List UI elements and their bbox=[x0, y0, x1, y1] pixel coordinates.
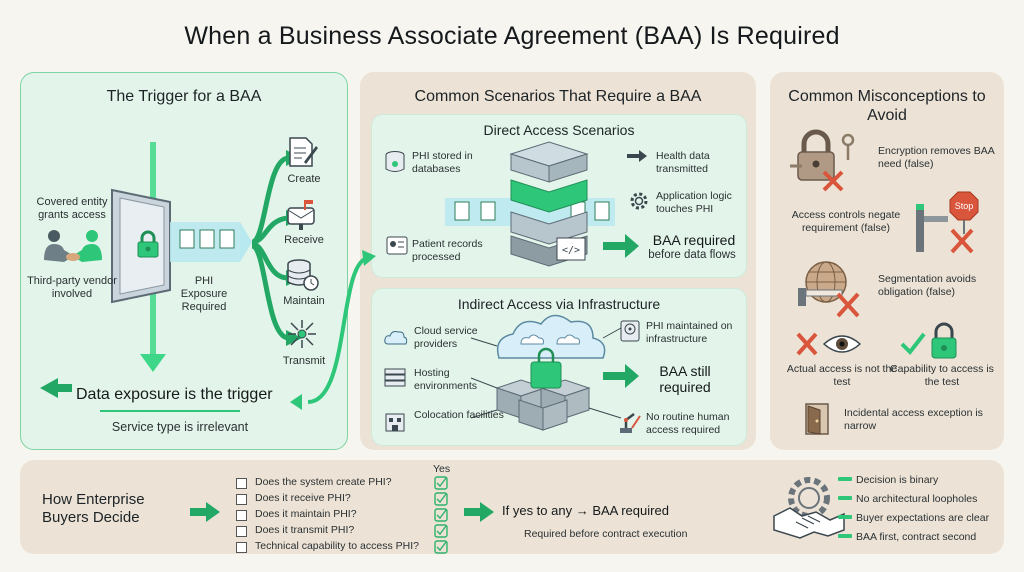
question-transmit: Does it transmit PHI? bbox=[255, 524, 355, 536]
access-controls-label: Access controls negate requirement (fals… bbox=[791, 209, 901, 234]
hosting-label: Hosting environments bbox=[414, 367, 478, 392]
hard-drive-icon bbox=[620, 320, 640, 342]
encryption-label: Encryption removes BAA need (false) bbox=[878, 145, 995, 170]
check-lock-icon bbox=[900, 322, 957, 359]
building-icon bbox=[385, 413, 405, 432]
indirect-flow-diagram bbox=[470, 314, 639, 431]
no-routine-label: No routine human access required bbox=[646, 411, 730, 436]
yes-column-label: Yes bbox=[433, 463, 451, 475]
action-create-label: Create bbox=[287, 173, 321, 185]
decision-heading: How Enterprise Buyers Decide bbox=[42, 491, 145, 526]
door-icon bbox=[805, 403, 829, 435]
if-yes-label: If yes to any → BAA required bbox=[502, 503, 669, 518]
question-create: Does the system create PHI? bbox=[255, 476, 392, 488]
direct-result-line1: BAA required bbox=[652, 232, 736, 248]
outcome-baa-first: BAA first, contract second bbox=[856, 531, 977, 543]
service-type-label: Service type is irrelevant bbox=[111, 420, 249, 434]
gear-icon bbox=[630, 192, 648, 210]
database-icon bbox=[385, 151, 405, 172]
question-checkbox-3[interactable] bbox=[236, 510, 247, 521]
data-exposure-label: Data exposure is the trigger bbox=[76, 386, 273, 403]
lock-icon bbox=[137, 230, 159, 258]
question-maintain: Does it maintain PHI? bbox=[255, 508, 357, 520]
create-document-icon bbox=[289, 137, 318, 167]
capability-label: Capability to access is the test bbox=[890, 363, 994, 388]
scenarios-heading: Common Scenarios That Require a BAA bbox=[414, 88, 702, 105]
cloud-icon bbox=[384, 331, 408, 345]
covered-entity-label: Covered entity grants access bbox=[36, 196, 108, 221]
app-logic-label: Application logic touches PHI bbox=[656, 190, 732, 215]
if-yes-arrow-icon bbox=[464, 502, 494, 522]
indirect-result-line2: required bbox=[659, 379, 711, 395]
question-checkbox-2[interactable] bbox=[236, 494, 247, 505]
gear-handshake-icon bbox=[773, 477, 845, 539]
phi-stored-label: PHI stored in databases bbox=[412, 150, 473, 175]
cloud-providers-label: Cloud service providers bbox=[414, 325, 478, 350]
outcome-binary: Decision is binary bbox=[856, 474, 939, 486]
segmentation-label: Segmentation avoids obligation (false) bbox=[878, 273, 977, 298]
page-title: When a Business Associate Agreement (BAA… bbox=[184, 22, 840, 50]
padlock-key-icon bbox=[790, 129, 855, 192]
question-capability: Technical capability to access PHI? bbox=[255, 540, 419, 552]
misconceptions-heading: Common Misconceptions to Avoid bbox=[788, 88, 986, 124]
mailbox-icon bbox=[287, 200, 315, 230]
yes-checkmarks bbox=[434, 476, 448, 554]
outcome-bullets bbox=[838, 477, 852, 538]
question-receive: Does it receive PHI? bbox=[255, 492, 351, 504]
incidental-label: Incidental access exception is narrow bbox=[844, 407, 983, 432]
question-checkbox-4[interactable] bbox=[236, 526, 247, 537]
database-clock-icon bbox=[287, 259, 319, 291]
action-receive-label: Receive bbox=[284, 234, 324, 246]
decision-arrow-icon bbox=[190, 502, 220, 522]
x-eye-icon bbox=[796, 332, 862, 356]
outcome-no-loopholes: No architectural loopholes bbox=[856, 493, 978, 505]
question-checkbox-5[interactable] bbox=[236, 542, 247, 553]
trigger-heading: The Trigger for a BAA bbox=[106, 88, 262, 105]
colocation-label: Colocation facilities bbox=[414, 409, 504, 421]
svg-text:</>: </> bbox=[562, 245, 580, 256]
health-data-label: Health data transmitted bbox=[656, 150, 710, 175]
stop-sign-label: Stop bbox=[954, 201, 974, 211]
globe-barrier-icon bbox=[798, 261, 860, 318]
decision-panel bbox=[20, 460, 1004, 554]
third-party-label: Third-party vendor involved bbox=[27, 275, 117, 300]
actual-access-label: Actual access is not the test bbox=[786, 363, 898, 388]
turnstile-stop-icon bbox=[916, 191, 979, 254]
phi-exposure-label: PHI Exposure Required bbox=[180, 275, 228, 313]
transmit-network-icon bbox=[288, 320, 316, 348]
question-checkbox-1[interactable] bbox=[236, 478, 247, 489]
handshake-people-icon bbox=[44, 230, 102, 262]
server-rack-icon bbox=[384, 368, 406, 387]
robot-arm-icon bbox=[620, 413, 641, 433]
direct-result-line2: before data flows bbox=[648, 249, 736, 261]
action-transmit-label: Transmit bbox=[282, 355, 326, 367]
outcome-expectations: Buyer expectations are clear bbox=[856, 512, 990, 524]
indirect-heading: Indirect Access via Infrastructure bbox=[457, 296, 661, 312]
direct-flow-diagram: </> bbox=[445, 141, 647, 267]
patient-record-icon bbox=[386, 236, 408, 255]
trigger-underline bbox=[100, 410, 240, 412]
phi-maintained-label: PHI maintained on infrastructure bbox=[646, 320, 733, 345]
required-before-label: Required before contract execution bbox=[524, 528, 688, 540]
direct-heading: Direct Access Scenarios bbox=[483, 122, 635, 138]
action-maintain-label: Maintain bbox=[283, 295, 325, 307]
indirect-result-line1: BAA still bbox=[659, 363, 711, 379]
patient-records-label: Patient records processed bbox=[412, 238, 483, 263]
